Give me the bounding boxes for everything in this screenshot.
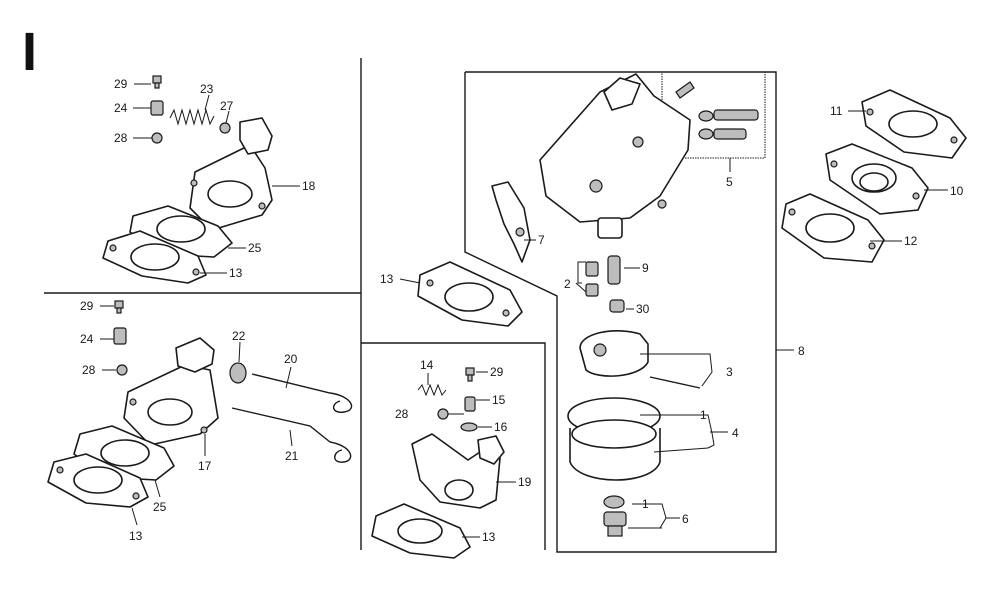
insulator-10 [825,143,929,215]
label-4: 4 [732,426,739,440]
label-29: 29 [114,77,128,91]
leaders-center [399,278,516,538]
gasket-13-upper [102,230,207,284]
label-25: 25 [248,241,262,255]
label-12: 12 [904,234,918,248]
label-15: 15 [492,393,506,407]
needle-valve-9 [607,255,621,285]
label-7: 7 [538,233,545,247]
part-labels: 29 24 28 23 27 18 25 13 29 24 28 22 20 2… [80,77,964,544]
label-1: 1 [642,497,649,511]
link-rod-20 [251,373,353,413]
bolt-29-upper [152,75,162,89]
label-3: 3 [726,365,733,379]
label-13: 13 [129,529,143,543]
label-9: 9 [642,261,649,275]
nut-28-center [437,408,449,420]
nut-28-upper [151,132,163,144]
section-mark: I [22,22,37,82]
plug-30 [609,299,625,313]
label-13: 13 [482,530,496,544]
washer-16 [460,422,478,432]
label-28: 28 [114,131,128,145]
label-13: 13 [229,266,243,280]
label-10: 10 [950,184,964,198]
collar-24-lower [113,327,127,345]
choke-lever-7 [491,181,531,263]
spring-14 [417,383,447,397]
label-29: 29 [490,365,504,379]
gasket-13-lower [47,453,149,508]
label-21: 21 [285,449,299,463]
screw-15 [464,396,476,412]
carburetor-assembly [491,73,794,537]
float-valve-2 [585,261,599,297]
washer-1-lower [603,495,625,509]
upper-left-assembly [102,75,300,284]
label-19: 19 [518,475,532,489]
label-22: 22 [232,329,246,343]
leaders-lower-left [100,305,293,526]
spring-23 [169,108,215,126]
label-24: 24 [80,332,94,346]
label-29: 29 [80,299,94,313]
label-28: 28 [395,407,409,421]
screw-set-5 [675,81,759,140]
label-14: 14 [420,358,434,372]
label-23: 23 [200,82,214,96]
leaders-right [848,110,948,242]
label-30: 30 [636,302,650,316]
float-chamber-4 [567,397,661,481]
bolt-6 [603,511,627,537]
bolt-29-center [465,367,475,382]
link-rod-21 [231,407,352,463]
label-8: 8 [798,344,805,358]
gasket-12 [781,193,885,263]
label-24: 24 [114,101,128,115]
bolt-29-lower [114,300,124,314]
gasket-13-center [417,261,523,327]
label-16: 16 [494,420,508,434]
label-2: 2 [564,277,571,291]
label-1: 1 [700,408,707,422]
gasket-11 [861,89,967,159]
label-17: 17 [198,459,212,473]
label-6: 6 [682,512,689,526]
center-assembly [371,261,523,559]
carburetor-body [539,73,691,239]
bracket-17 [123,337,219,446]
panel-dividers [44,58,777,553]
label-18: 18 [302,179,316,193]
leaders-upper-left [133,83,300,274]
nut-28-lower [116,364,128,376]
bracket-19 [411,433,505,509]
collar-24-upper [150,100,164,116]
label-28: 28 [82,363,96,377]
collar-22 [229,362,247,384]
insulator-assembly [781,89,967,263]
label-5: 5 [726,175,733,189]
washer-27 [219,122,231,134]
bracket-18 [189,117,273,231]
label-25: 25 [153,500,167,514]
lower-left-assembly [47,300,353,526]
float-3 [579,330,701,389]
label-13: 13 [380,272,394,286]
gasket-13-bottom [371,503,471,559]
label-20: 20 [284,352,298,366]
leaders-carburetor [524,158,794,529]
label-11: 11 [830,104,843,118]
label-27: 27 [220,99,234,113]
